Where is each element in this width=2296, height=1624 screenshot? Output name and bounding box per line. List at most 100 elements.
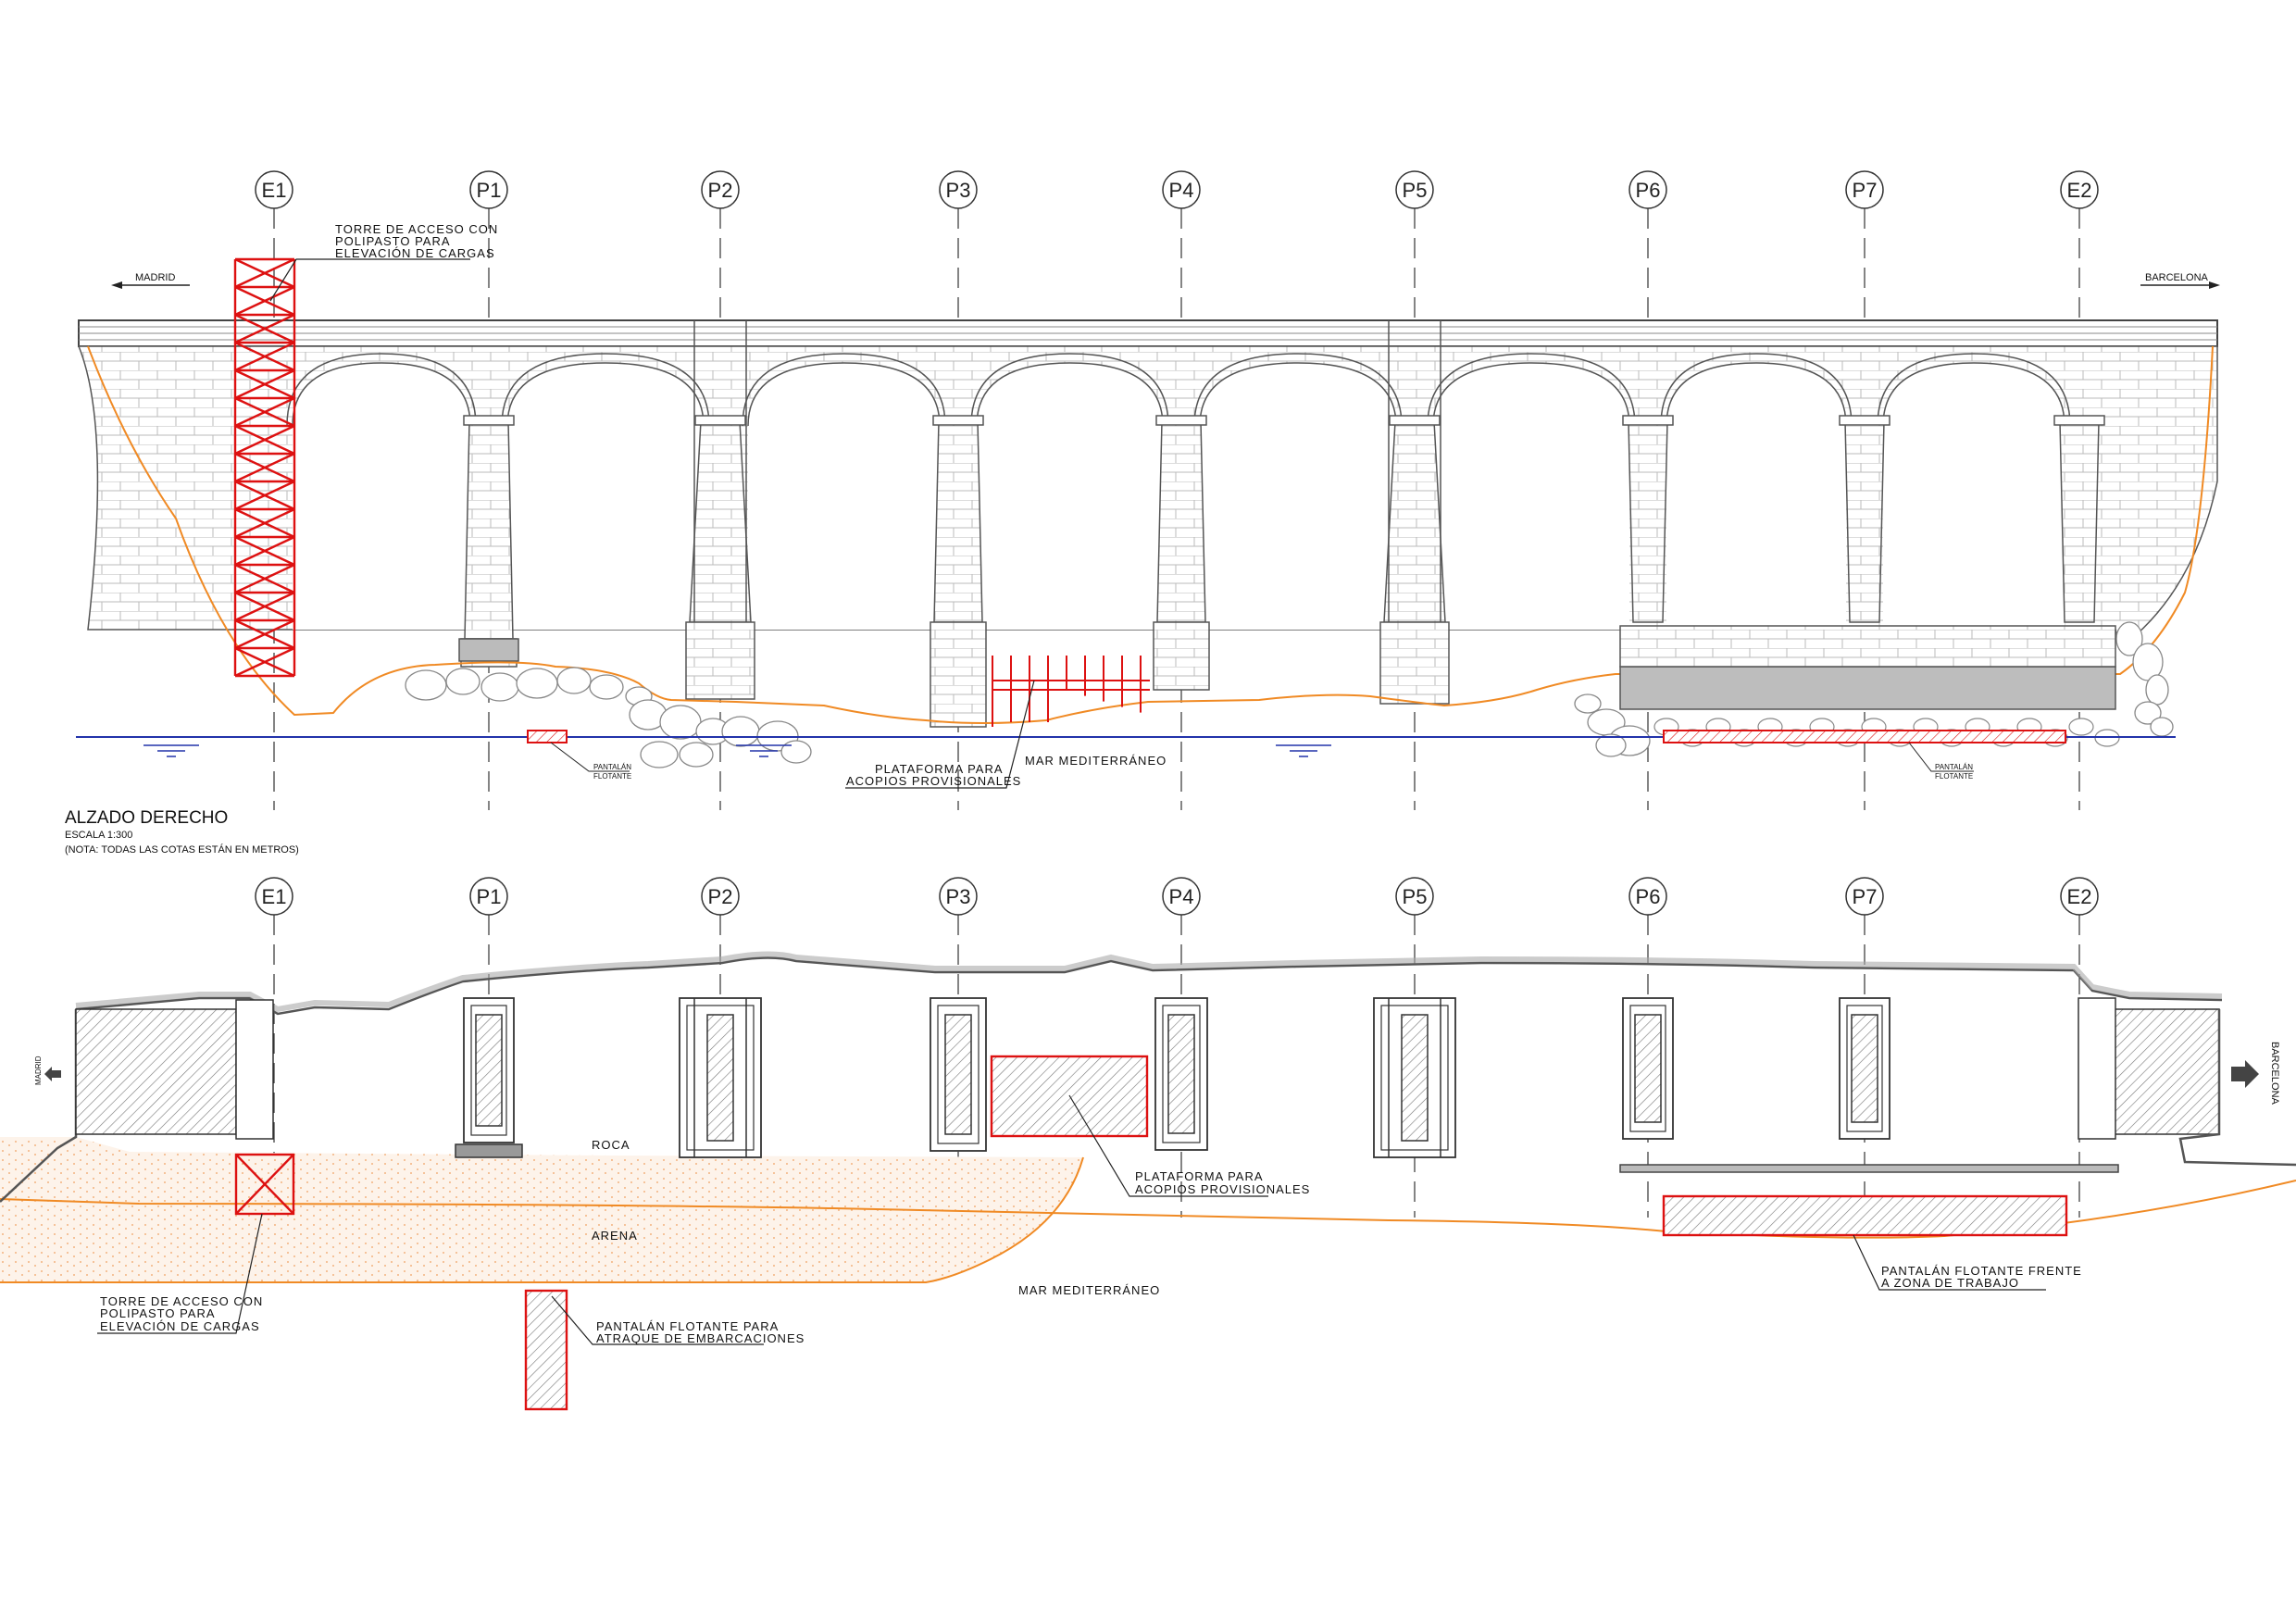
abutment-e2 (2112, 1008, 2220, 1135)
svg-text:POLIPASTO PARA: POLIPASTO PARA (100, 1306, 216, 1320)
access-tower (233, 257, 296, 678)
bridge-plan-outline (75, 956, 2223, 1016)
plan-axis-label-p1: P1 (477, 885, 502, 908)
arch-voussoir-7 (1660, 353, 1853, 427)
plan-axis-bubble-p5 (1395, 877, 1434, 916)
pier-base-3 (930, 621, 987, 728)
elevation-axis-bubble-e1 (255, 170, 293, 209)
elevation-axis-label-p5: P5 (1403, 179, 1428, 202)
pontoon-work-plan (1662, 1194, 2068, 1237)
svg-text:PANTALÁN: PANTALÁN (1935, 763, 1973, 771)
arch-voussoir-8 (1877, 353, 2071, 427)
arch-voussoir-4 (970, 353, 1169, 427)
arch-opening-1 (293, 363, 470, 630)
arch-voussoir-6 (1427, 353, 1636, 427)
elevation-note: (NOTA: TODAS LAS COTAS ESTÁN EN METROS) (65, 843, 299, 856)
plan-axis-label-p7: P7 (1853, 885, 1878, 908)
arch-voussoir-1 (286, 353, 477, 427)
pier-shaft-7 (1844, 420, 1885, 623)
plan-axis-label-e1: E1 (262, 885, 287, 908)
platform-label-elevation: PLATAFORMA PARA ACOPIOS PROVISIONALES (845, 680, 1035, 789)
svg-text:MADRID: MADRID (34, 1056, 43, 1085)
pier-shaft-2 (689, 420, 752, 623)
svg-text:PLATAFORMA PARA: PLATAFORMA PARA (1135, 1169, 1264, 1183)
svg-text:ATRAQUE DE EMBARCACIONES: ATRAQUE DE EMBARCACIONES (596, 1331, 805, 1345)
plan-axis-bubble-e1 (255, 877, 293, 916)
water-symbols (144, 744, 1331, 757)
plan-axis-bubble-p2 (701, 877, 740, 916)
svg-text:MADRID: MADRID (135, 272, 175, 283)
sea-label-elevation: MAR MEDITERRÁNEO (1025, 754, 1167, 768)
direction-madrid-elevation: MADRID (111, 272, 190, 289)
plan-axis-label-p2: P2 (708, 885, 733, 908)
svg-text:ELEVACIÓN DE CARGAS: ELEVACIÓN DE CARGAS (335, 246, 495, 260)
pontoon-work-label: PANTALÁN FLOTANTE FRENTE A ZONA DE TRABA… (1853, 1234, 2081, 1291)
pier-shaft-4 (1156, 420, 1206, 623)
elevation-axis-label-e1: E1 (262, 179, 287, 202)
elevation-scale: ESCALA 1:300 (65, 830, 132, 841)
bridge-arches (286, 353, 2071, 630)
svg-text:FLOTANTE: FLOTANTE (593, 772, 631, 781)
plan-axis-bubble-p1 (469, 877, 508, 916)
plan-axis-bubble-p3 (939, 877, 978, 916)
elevation-axis-label-p7: P7 (1853, 179, 1878, 202)
tower-label-plan: TORRE DE ACCESO CON POLIPASTO PARA ELEVA… (97, 1213, 263, 1334)
arch-voussoir-3 (742, 353, 946, 427)
svg-text:POLIPASTO PARA: POLIPASTO PARA (335, 234, 451, 248)
svg-text:TORRE DE ACCESO CON: TORRE DE ACCESO CON (335, 222, 498, 236)
sea-label-plan: MAR MEDITERRÁNEO (1018, 1283, 1160, 1297)
arch-voussoir-5 (1193, 353, 1403, 427)
plan-axis-label-e2: E2 (2067, 885, 2092, 908)
plan-axis-bubble-p7 (1845, 877, 1884, 916)
pontoon-label-elevation-left: PANTALÁN FLOTANTE (550, 742, 631, 781)
pier-shaft-6 (1628, 420, 1668, 623)
access-tower-plan (234, 1153, 295, 1216)
arch-opening-6 (1433, 363, 1629, 630)
elevation-axis-bubble-p6 (1628, 170, 1667, 209)
slab-plan (1619, 1164, 2119, 1173)
plan-axis-bubble-e2 (2060, 877, 2099, 916)
elevation-axis-label-e2: E2 (2067, 179, 2092, 202)
terrain-profile (87, 345, 2214, 724)
arch-opening-5 (1200, 363, 1396, 630)
pier-plans (455, 997, 1890, 1158)
pontoon-elevation-left (527, 730, 568, 743)
elevation-axis-bubble-p3 (939, 170, 978, 209)
arch-voussoir-2 (501, 353, 710, 427)
plan-axis-label-p6: P6 (1636, 885, 1661, 908)
pontoon-berth-label: PANTALÁN FLOTANTE PARA ATRAQUE DE EMBARC… (551, 1295, 805, 1345)
base-slab (1619, 666, 2116, 710)
svg-text:PANTALÁN FLOTANTE PARA: PANTALÁN FLOTANTE PARA (596, 1319, 779, 1333)
svg-text:BARCELONA: BARCELONA (2145, 272, 2209, 283)
svg-text:PLATAFORMA PARA: PLATAFORMA PARA (875, 762, 1004, 776)
pontoon-berth-plan (524, 1289, 568, 1411)
elevation-axis-label-p2: P2 (708, 179, 733, 202)
svg-text:BARCELONA: BARCELONA (2269, 1042, 2280, 1106)
pier-shaft-8 (2059, 420, 2100, 623)
svg-text:TORRE DE ACCESO CON: TORRE DE ACCESO CON (100, 1294, 263, 1308)
direction-barcelona-elevation: BARCELONA (2140, 272, 2220, 289)
plan-axis-label-p4: P4 (1169, 885, 1194, 908)
provisional-platform-elevation (992, 656, 1150, 727)
pier-footing-p1 (458, 638, 519, 662)
parapet-slab (1619, 625, 2116, 668)
arch-opening-4 (977, 363, 1163, 630)
direction-madrid-plan: MADRID (34, 1056, 61, 1085)
sand-label: ARENA (592, 1229, 638, 1243)
direction-barcelona-plan: BARCELONA (2231, 1042, 2280, 1106)
svg-text:FLOTANTE: FLOTANTE (1935, 772, 1973, 781)
svg-text:PANTALÁN: PANTALÁN (593, 763, 631, 771)
elevation-title: ALZADO DERECHO (65, 808, 228, 828)
arch-opening-3 (748, 363, 940, 630)
sand-area (0, 1137, 1083, 1282)
elevation-axis-bubble-p1 (469, 170, 508, 209)
plan-axis-label-p3: P3 (946, 885, 971, 908)
pontoon-elevation-right (1663, 730, 2066, 743)
elevation-axis-label-p6: P6 (1636, 179, 1661, 202)
rock-label: ROCA (592, 1138, 630, 1152)
elevation-axis-bubble-p2 (701, 170, 740, 209)
pontoon-label-elevation-right: PANTALÁN FLOTANTE (1908, 742, 1974, 781)
